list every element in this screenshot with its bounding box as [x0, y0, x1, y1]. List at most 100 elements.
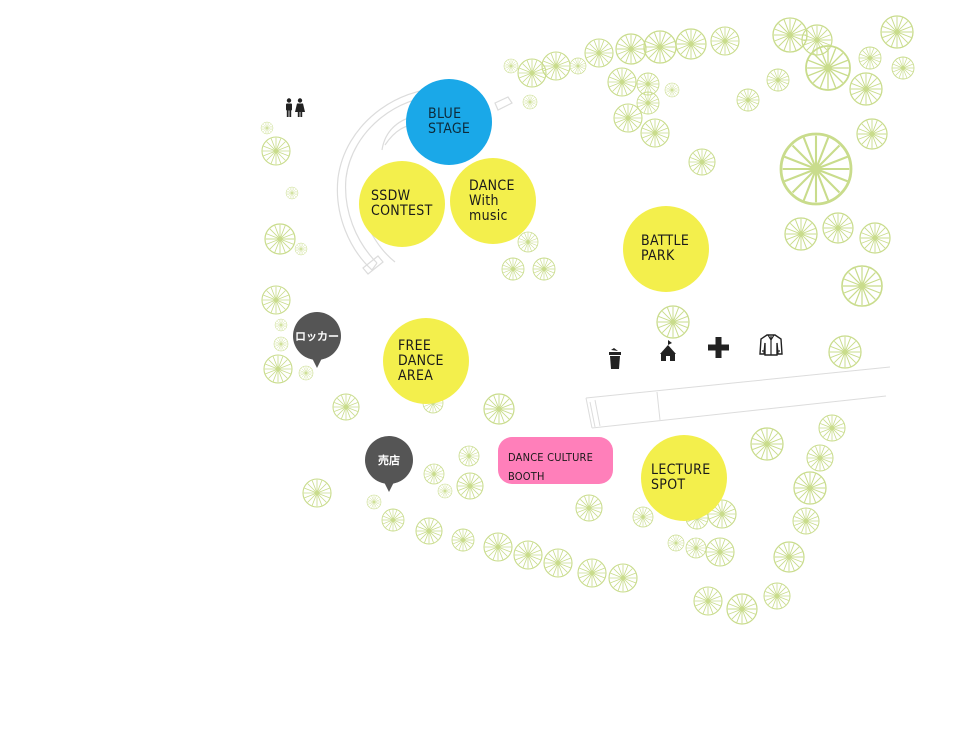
tree-icon	[784, 217, 818, 251]
dance-with-music-spot[interactable]: DANCE With music	[450, 158, 536, 244]
tree-icon	[285, 186, 299, 200]
blue-stage-label: BLUE STAGE	[428, 106, 471, 137]
tree-icon	[274, 318, 288, 332]
walkway-outline	[585, 366, 891, 429]
cloakroom-jacket-icon[interactable]	[759, 334, 783, 356]
tree-icon	[261, 285, 291, 315]
tree-icon	[415, 517, 443, 545]
tree-icon	[859, 222, 891, 254]
tree-icon	[693, 586, 723, 616]
tree-icon	[613, 103, 643, 133]
tree-icon	[685, 537, 707, 559]
tree-icon	[532, 257, 556, 281]
tree-icon	[366, 494, 382, 510]
lecture-spot-label: LECTURE SPOT	[651, 462, 711, 493]
tree-icon	[584, 38, 614, 68]
tree-icon	[607, 67, 637, 97]
tree-icon	[841, 265, 883, 307]
tree-icon	[543, 548, 573, 578]
tree-icon	[828, 335, 862, 369]
tree-icon	[643, 30, 677, 64]
tree-icon	[773, 541, 805, 573]
locker-pin[interactable]: ロッカー	[293, 312, 341, 368]
tree-icon	[569, 57, 587, 75]
trash-bin-icon[interactable]	[608, 348, 622, 370]
tree-icon	[805, 45, 851, 91]
tree-icon	[263, 354, 293, 384]
tree-icon	[772, 17, 808, 53]
tree-icon	[675, 28, 707, 60]
dance-with-music-label: DANCE With music	[469, 177, 515, 224]
tree-icon	[437, 483, 453, 499]
tree-icon	[763, 582, 791, 610]
tree-icon	[260, 121, 274, 135]
tree-icon	[294, 242, 308, 256]
shop-pin[interactable]: 売店	[365, 436, 413, 492]
tree-icon	[667, 534, 685, 552]
tree-icon	[451, 528, 475, 552]
tree-icon	[736, 88, 760, 112]
tree-icon	[664, 82, 680, 98]
tree-icon	[522, 94, 538, 110]
tree-icon	[608, 563, 638, 593]
tree-icon	[458, 445, 480, 467]
tree-icon	[656, 305, 690, 339]
ssdw-contest-label: SSDW CONTEST	[371, 188, 433, 219]
tree-icon	[779, 132, 853, 206]
lecture-spot[interactable]: LECTURE SPOT	[641, 435, 727, 521]
tree-icon	[381, 508, 405, 532]
tree-icon	[302, 478, 332, 508]
tree-icon	[273, 336, 289, 352]
shop-label: 売店	[378, 454, 400, 467]
tree-icon	[501, 257, 525, 281]
tree-icon	[632, 506, 654, 528]
tree-icon	[891, 56, 915, 80]
ssdw-contest-spot[interactable]: SSDW CONTEST	[359, 161, 445, 247]
tree-icon	[483, 393, 515, 425]
tree-icon	[261, 136, 291, 166]
tree-icon	[423, 463, 445, 485]
dance-culture-booth[interactable]: DANCE CULTURE BOOTH	[498, 437, 613, 484]
tree-icon	[688, 148, 716, 176]
tree-icon	[822, 212, 854, 244]
tree-icon	[264, 223, 296, 255]
tree-icon	[806, 444, 834, 472]
tree-icon	[456, 472, 484, 500]
tree-icon	[517, 231, 539, 253]
tree-icon	[577, 558, 607, 588]
tree-icon	[640, 118, 670, 148]
restroom-icon[interactable]	[284, 98, 306, 118]
tree-icon	[575, 494, 603, 522]
stage-outline	[336, 87, 513, 275]
tree-icon	[615, 33, 647, 65]
first-aid-icon[interactable]	[708, 337, 729, 358]
free-dance-area-spot[interactable]: FREE DANCE AREA	[383, 318, 469, 404]
dance-culture-booth-label: DANCE CULTURE BOOTH	[508, 451, 594, 483]
tree-icon	[818, 414, 846, 442]
tree-icon	[726, 593, 758, 625]
tree-icon	[503, 58, 519, 74]
tree-icon	[710, 26, 740, 56]
tent-icon[interactable]	[659, 340, 677, 362]
tree-icon	[766, 68, 790, 92]
trees	[260, 15, 915, 625]
blue-stage-spot[interactable]: BLUE STAGE	[406, 79, 492, 165]
tree-icon	[483, 532, 513, 562]
tree-icon	[792, 507, 820, 535]
tree-icon	[298, 365, 314, 381]
battle-park-spot[interactable]: BATTLE PARK	[623, 206, 709, 292]
tree-icon	[750, 427, 784, 461]
tree-icon	[793, 471, 827, 505]
tree-icon	[517, 58, 547, 88]
free-dance-area-label: FREE DANCE AREA	[398, 337, 444, 384]
tree-icon	[858, 46, 882, 70]
battle-park-label: BATTLE PARK	[641, 233, 690, 264]
locker-label: ロッカー	[295, 330, 339, 343]
tree-icon	[856, 118, 888, 150]
tree-icon	[849, 72, 883, 106]
tree-icon	[880, 15, 914, 49]
tree-icon	[705, 537, 735, 567]
tree-icon	[513, 540, 543, 570]
tree-icon	[332, 393, 360, 421]
